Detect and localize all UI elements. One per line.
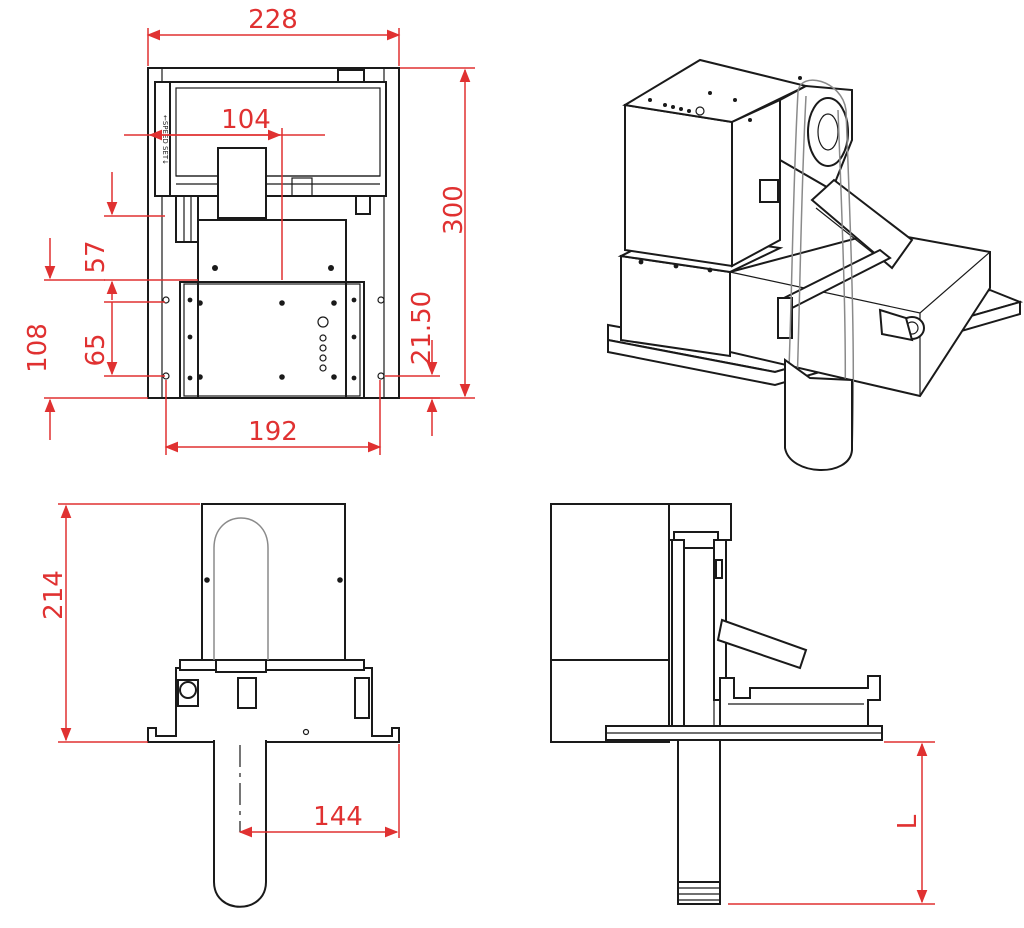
- dim-192: 192: [248, 417, 298, 447]
- plate-label: ←SPEED SET↓: [161, 115, 169, 165]
- side-view: [550, 503, 883, 905]
- dim-65: 65: [81, 333, 111, 366]
- front-view-dimensions: 214 144: [39, 503, 400, 838]
- side-view-dimensions: L: [728, 741, 935, 905]
- dim-214: 214: [39, 570, 69, 620]
- dim-228: 228: [248, 5, 298, 35]
- dim-300: 300: [439, 185, 469, 235]
- dim-21-50: 21.50: [407, 291, 437, 365]
- dim-108: 108: [23, 323, 53, 373]
- top-view: ←SPEED SET↓: [147, 67, 400, 399]
- dim-57: 57: [81, 240, 111, 273]
- dim-L: L: [893, 814, 923, 829]
- top-view-dimensions: 228 104 300 57 65 108 21.50 192: [23, 5, 475, 455]
- dim-104: 104: [221, 105, 271, 135]
- isometric-view: [607, 58, 1024, 471]
- dim-144: 144: [313, 802, 363, 832]
- front-view: [147, 503, 400, 908]
